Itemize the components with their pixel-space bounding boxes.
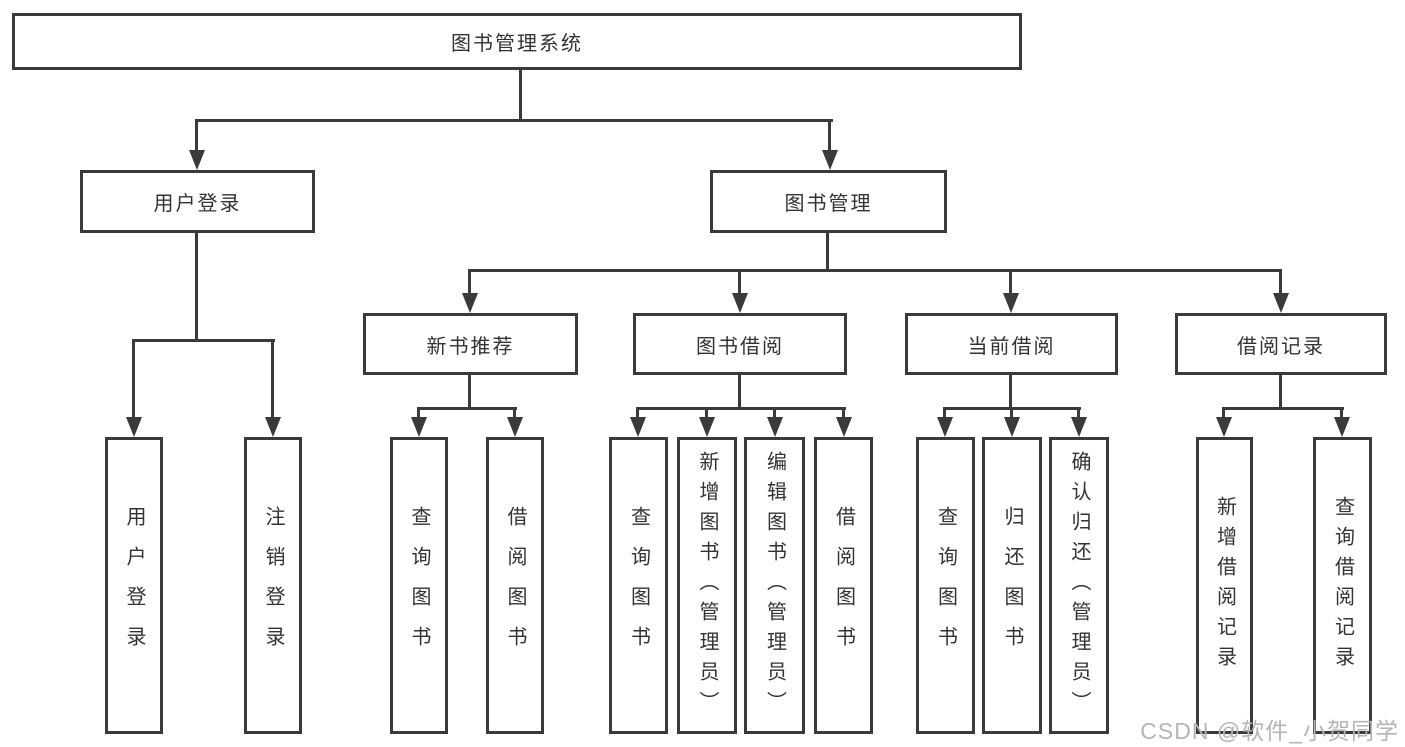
arrowhead-book-management [822, 150, 838, 170]
connector-to-leaf-user-login [132, 339, 135, 419]
leaf-logout: 注销登录 [244, 437, 302, 734]
connector-root-stem [519, 70, 522, 121]
connector-level1-hline [196, 119, 833, 122]
connector-book-borrow-stem [738, 375, 741, 410]
leaf-user-login: 用户登录 [105, 437, 163, 734]
node-label: 用户登录 [153, 193, 242, 215]
connector-to-borrow-records [1279, 269, 1282, 295]
leaf-label: 借阅图书 [832, 505, 855, 666]
node-label: 图书管理 [784, 193, 873, 215]
connector-leaf [636, 407, 639, 419]
leaf-label: 确认归还（管理员） [1068, 450, 1090, 721]
node-book-management: 图书管理 [710, 170, 947, 233]
connector-to-new-book [468, 269, 471, 295]
arrowhead-leaf-logout [265, 417, 281, 437]
connector-borrow-records-hline [1222, 407, 1344, 410]
arrowhead-leaf [507, 417, 523, 437]
connector-leaf [943, 407, 946, 419]
connector-leaf [513, 407, 516, 419]
connector-current-borrow-stem [1009, 375, 1012, 410]
arrowhead-leaf [767, 417, 783, 437]
leaf-edit-books-admin: 编辑图书（管理员） [744, 437, 805, 734]
watermark: CSDN @软件_小贺同学 [1140, 718, 1399, 744]
arrowhead-leaf [836, 417, 852, 437]
connector-book-management-stem [826, 233, 829, 272]
leaf-return-books: 归还图书 [982, 437, 1042, 734]
leaf-add-books-admin: 新增图书（管理员） [677, 437, 737, 734]
connector-new-book-hline [417, 407, 517, 410]
arrowhead-leaf-user-login [126, 417, 142, 437]
node-borrowing-records: 借阅记录 [1175, 313, 1387, 375]
connector-to-book-management [828, 119, 831, 152]
arrowhead-leaf [937, 417, 953, 437]
connector-book-borrow-hline [636, 407, 846, 410]
leaf-query-books: 查询图书 [916, 437, 975, 734]
arrowhead-leaf [1216, 417, 1232, 437]
leaf-label: 注销登录 [262, 505, 284, 666]
leaf-label: 查询图书 [627, 505, 650, 666]
leaf-borrow-books: 借阅图书 [486, 437, 544, 734]
connector-borrow-records-stem [1279, 375, 1282, 410]
connector-leaf [1077, 407, 1080, 419]
leaf-query-books: 查询图书 [390, 437, 448, 734]
arrowhead-user-login [189, 150, 205, 170]
leaf-label: 用户登录 [123, 505, 145, 666]
leaf-label: 编辑图书（管理员） [763, 450, 786, 721]
connector-to-book-borrow [738, 269, 741, 295]
node-label: 图书借阅 [696, 335, 784, 358]
connector-leaf [773, 407, 776, 419]
arrowhead-leaf [1004, 417, 1020, 437]
connector-leaf [1340, 407, 1343, 419]
connector-to-leaf-logout [271, 339, 274, 419]
arrowhead-current-borrow [1003, 293, 1019, 313]
arrowhead-leaf [1071, 417, 1087, 437]
connector-leaf [417, 407, 420, 419]
node-label: 图书管理系统 [451, 33, 583, 55]
node-library-management-system: 图书管理系统 [12, 13, 1022, 70]
node-new-book-recommendation: 新书推荐 [363, 313, 578, 375]
leaf-query-books: 查询图书 [609, 437, 668, 734]
node-label: 新书推荐 [426, 335, 515, 358]
arrowhead-leaf [411, 417, 427, 437]
connector-leaf [1010, 407, 1013, 419]
node-current-borrowing: 当前借阅 [905, 313, 1118, 375]
leaf-confirm-return-admin: 确认归还（管理员） [1049, 437, 1109, 734]
leaf-label: 查询图书 [934, 505, 957, 666]
leaf-label: 借阅图书 [504, 505, 526, 666]
connector-leaf [1222, 407, 1225, 419]
arrowhead-leaf [630, 417, 646, 437]
arrowhead-leaf [1334, 417, 1350, 437]
leaf-label: 新增图书（管理员） [696, 450, 718, 721]
node-book-borrowing: 图书借阅 [633, 313, 847, 375]
connector-user-login-stem [195, 233, 198, 342]
leaf-add-borrow-record: 新增借阅记录 [1196, 437, 1253, 734]
leaf-label: 新增借阅记录 [1213, 495, 1236, 676]
connector-leaf [842, 407, 845, 419]
connector-level2-hline [468, 269, 1282, 272]
leaf-query-borrow-record: 查询借阅记录 [1313, 437, 1372, 734]
connector-leaf [705, 407, 708, 419]
leaf-label: 查询借阅记录 [1331, 495, 1354, 676]
arrowhead-borrow-records [1273, 293, 1289, 313]
arrowhead-new-book [462, 293, 478, 313]
node-label: 借阅记录 [1237, 335, 1325, 358]
arrowhead-book-borrow [732, 293, 748, 313]
leaf-label: 查询图书 [408, 505, 430, 666]
leaf-borrow-books: 借阅图书 [814, 437, 873, 734]
node-label: 当前借阅 [967, 335, 1056, 358]
node-user-login: 用户登录 [80, 170, 315, 233]
connector-new-book-stem [468, 375, 471, 410]
leaf-label: 归还图书 [1001, 505, 1023, 666]
connector-to-current-borrow [1009, 269, 1012, 295]
connector-to-user-login [195, 119, 198, 152]
arrowhead-leaf [699, 417, 715, 437]
connector-user-login-hline [132, 339, 275, 342]
